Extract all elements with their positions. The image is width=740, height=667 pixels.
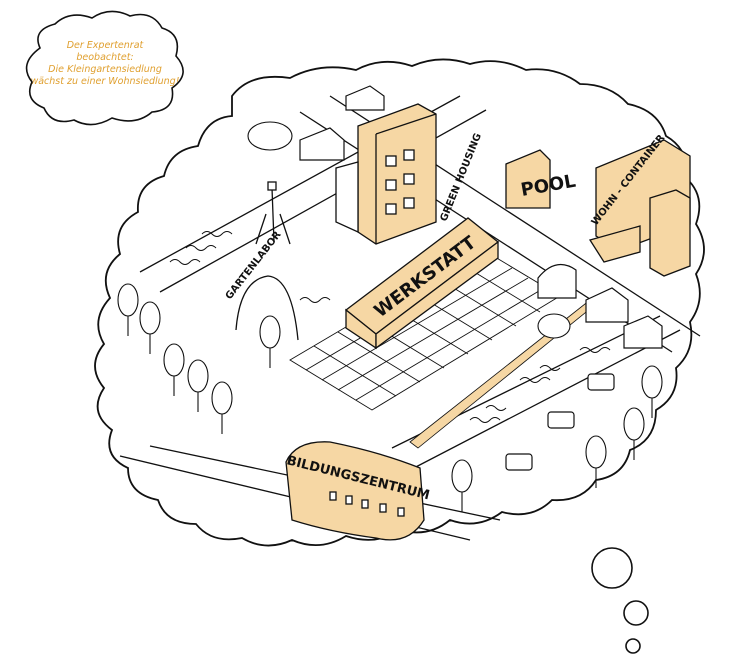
- caption-line-4: wächst zu einer Wohnsiedlung!: [30, 76, 180, 87]
- bildungszentrum-building: [285, 441, 425, 541]
- werkstatt-hall: [344, 217, 500, 350]
- thought-bubble: [94, 58, 705, 547]
- thought-dot-2: [623, 600, 649, 626]
- caption-line-3: Die Kleingartensiedlung: [48, 64, 162, 75]
- thought-dot-1: [591, 547, 633, 589]
- caption-line-2: beobachtet:: [76, 52, 134, 63]
- container-block: [505, 139, 691, 277]
- small-sheds: [299, 85, 663, 471]
- thought-dot-3: [625, 638, 641, 654]
- trees: [117, 121, 663, 512]
- green-housing-label: GREEN HOUSING: [439, 132, 484, 223]
- caption-cloud: [25, 10, 184, 126]
- crop-rows: [169, 231, 611, 423]
- apartment-tower: [335, 103, 437, 245]
- caption-line-1: Der Expertenrat: [66, 40, 144, 51]
- expert-caption: Der Expertenrat beobachtet: Die Kleingar…: [30, 40, 180, 88]
- gartenlabor-arch: [235, 181, 299, 341]
